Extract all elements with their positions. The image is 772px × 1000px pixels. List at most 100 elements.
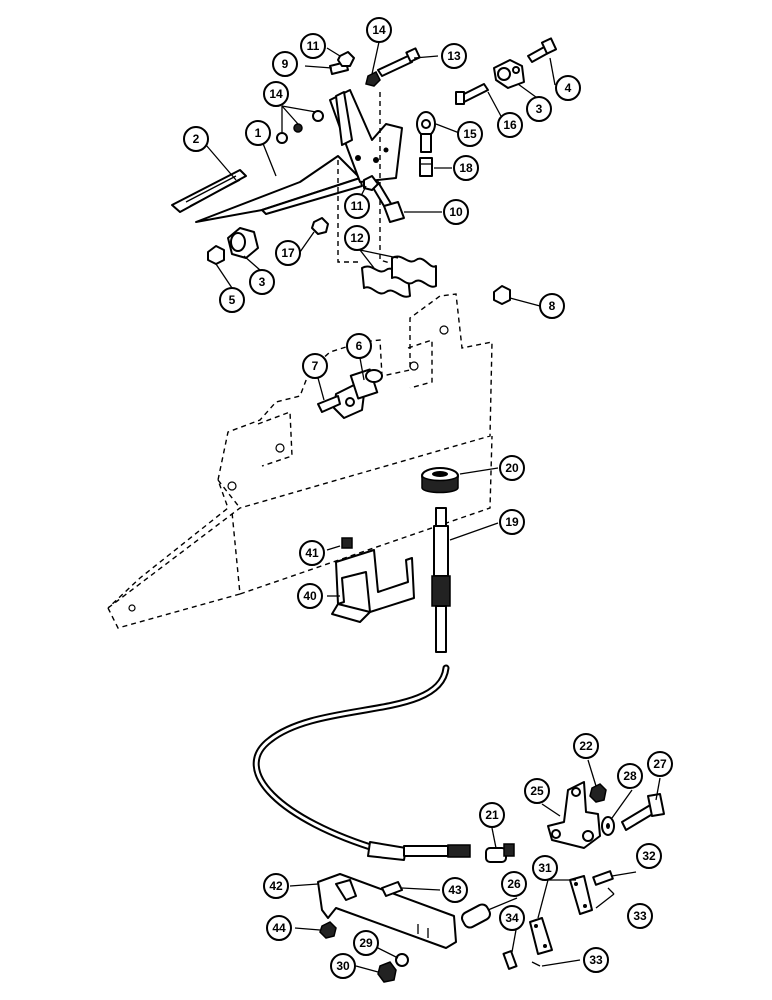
callout-2: 2 <box>183 126 209 152</box>
svg-text:34: 34 <box>505 911 519 925</box>
svg-text:44: 44 <box>272 921 286 935</box>
svg-text:31: 31 <box>538 861 552 875</box>
callout-31: 31 <box>532 855 558 881</box>
callout-6: 6 <box>346 333 372 359</box>
svg-text:19: 19 <box>505 515 519 529</box>
svg-text:1: 1 <box>255 126 262 140</box>
callout-21: 21 <box>479 802 505 828</box>
callout-27: 27 <box>647 751 673 777</box>
leader-lines <box>205 41 661 973</box>
part-14-washers <box>276 110 324 144</box>
part-1-lever-arm <box>195 155 363 223</box>
svg-text:43: 43 <box>448 883 462 897</box>
svg-text:20: 20 <box>505 461 519 475</box>
svg-text:11: 11 <box>307 39 320 53</box>
callout-19: 19 <box>499 509 525 535</box>
part-11-nut-top <box>337 51 355 67</box>
part-4-bolt <box>527 37 558 63</box>
callout-42: 42 <box>263 873 289 899</box>
callout-33: 33 <box>583 947 609 973</box>
part-7-bolt <box>317 395 341 413</box>
svg-text:42: 42 <box>269 879 283 893</box>
svg-text:9: 9 <box>282 57 289 71</box>
part-5-nut <box>207 245 225 265</box>
callout-16: 16 <box>497 112 523 138</box>
part-6-pivot-pin <box>333 368 383 419</box>
part-8-nut <box>493 285 511 305</box>
part-14-nut-top <box>365 70 381 87</box>
part-3-bushing-top <box>493 59 525 89</box>
svg-text:28: 28 <box>623 769 637 783</box>
part-15-rod-end <box>416 111 436 153</box>
part-16-bolt <box>455 83 489 105</box>
svg-text:3: 3 <box>259 275 266 289</box>
callout-44: 44 <box>266 915 292 941</box>
svg-text:29: 29 <box>359 936 373 950</box>
part-41-screw <box>341 537 353 549</box>
part-34-pin <box>502 950 518 970</box>
svg-text:40: 40 <box>303 589 317 603</box>
svg-text:22: 22 <box>579 739 593 753</box>
part-44-nut <box>319 921 337 939</box>
svg-text:16: 16 <box>503 118 517 132</box>
callout-30: 30 <box>330 953 356 979</box>
part-2-grip <box>171 169 247 213</box>
svg-text:33: 33 <box>633 909 647 923</box>
callout-17: 17 <box>275 240 301 266</box>
svg-text:13: 13 <box>447 49 461 63</box>
svg-text:17: 17 <box>281 246 295 260</box>
svg-text:8: 8 <box>549 299 556 313</box>
callout-20: 20 <box>499 455 525 481</box>
part-11-nut-mid <box>363 175 379 191</box>
part-21-pin <box>485 843 515 863</box>
callout-14: 14 <box>366 17 392 43</box>
svg-text:10: 10 <box>449 205 463 219</box>
callout-26: 26 <box>501 871 527 897</box>
callout-25: 25 <box>524 778 550 804</box>
svg-text:32: 32 <box>642 849 656 863</box>
svg-text:14: 14 <box>372 23 386 37</box>
part-33-cotter-pins <box>531 887 615 967</box>
part-30-nut <box>377 961 397 983</box>
callout-12: 12 <box>344 225 370 251</box>
svg-text:14: 14 <box>269 87 283 101</box>
svg-text:27: 27 <box>653 757 667 771</box>
svg-text:41: 41 <box>305 546 319 560</box>
hidden-line-1 <box>337 160 362 263</box>
callout-1: 1 <box>245 120 271 146</box>
part-26-bushing <box>460 903 492 929</box>
svg-text:11: 11 <box>351 199 364 213</box>
callout-10: 10 <box>443 199 469 225</box>
svg-text:15: 15 <box>463 127 477 141</box>
part-25-bellcrank <box>547 781 601 849</box>
callout-11: 11 <box>300 33 326 59</box>
callout-32: 32 <box>636 843 662 869</box>
part-27-bolt <box>621 793 665 831</box>
callout-7: 7 <box>302 353 328 379</box>
part-22-nut <box>589 783 607 803</box>
callout-33: 33 <box>627 903 653 929</box>
svg-text:4: 4 <box>565 81 572 95</box>
callout-4: 4 <box>555 75 581 101</box>
callout-18: 18 <box>453 155 479 181</box>
part-29-washer <box>395 953 409 967</box>
callout-34: 34 <box>499 905 525 931</box>
svg-text:5: 5 <box>229 293 236 307</box>
part-12-springs <box>361 255 437 298</box>
callout-11: 11 <box>344 193 370 219</box>
callout-14: 14 <box>263 81 289 107</box>
callout-43: 43 <box>442 877 468 903</box>
svg-text:25: 25 <box>530 784 544 798</box>
callout-5: 5 <box>219 287 245 313</box>
svg-text:30: 30 <box>336 959 350 973</box>
callout-22: 22 <box>573 733 599 759</box>
pedal-bracket <box>329 89 403 183</box>
svg-text:12: 12 <box>350 231 364 245</box>
part-17-nut <box>311 217 329 235</box>
callout-3: 3 <box>526 96 552 122</box>
part-40-bracket <box>331 549 415 623</box>
part-31-link-upper <box>569 875 593 915</box>
svg-text:2: 2 <box>193 132 200 146</box>
callout-41: 41 <box>299 540 325 566</box>
